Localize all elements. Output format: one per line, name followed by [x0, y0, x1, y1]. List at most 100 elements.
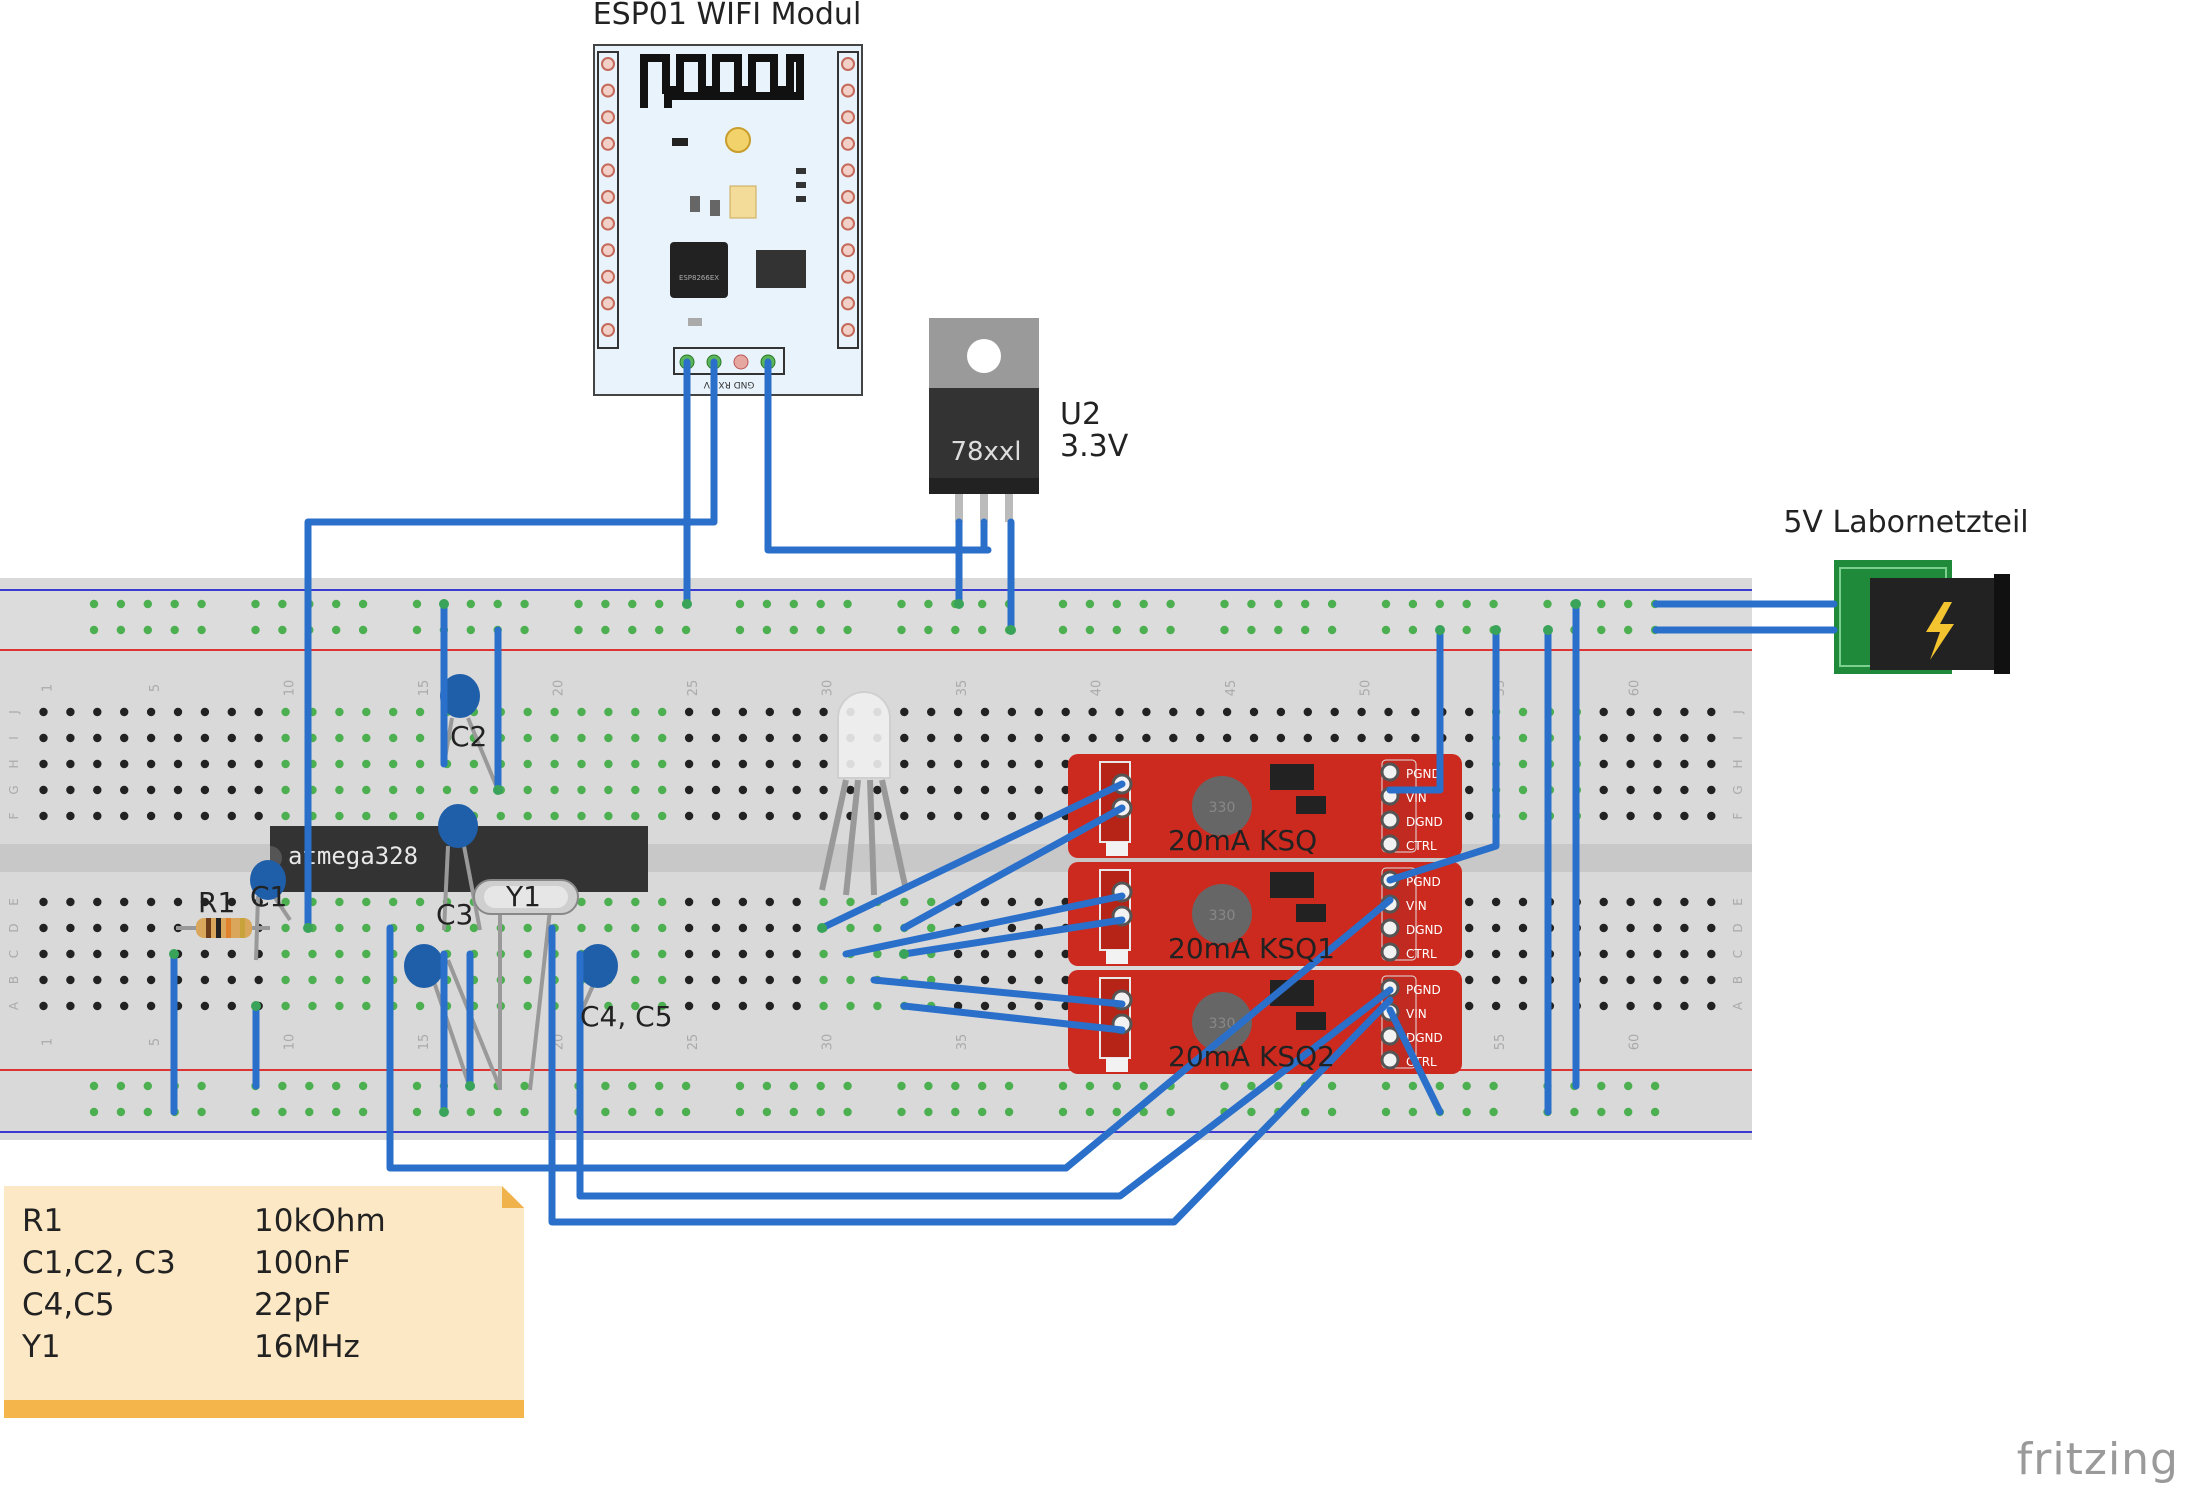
rgb-led [819, 691, 909, 896]
wire-end [251, 1001, 261, 1011]
wire [818, 780, 1126, 932]
capacitors-c4-c5 [404, 944, 618, 1089]
wire [764, 358, 992, 554]
ksq-pin-label: DGND [1406, 1031, 1443, 1045]
row-letter: H [1731, 759, 1745, 768]
row-letter: G [1731, 785, 1745, 794]
voltage-regulator: 78xxl [929, 318, 1039, 522]
column-number-top: 25 [686, 680, 701, 697]
column-number-bottom: 30 [821, 1034, 836, 1051]
label-y1: Y1 [505, 880, 541, 913]
capacitor-c2 [440, 674, 500, 791]
wire [900, 916, 1126, 958]
row-letter: F [7, 812, 21, 819]
wire-end [439, 1107, 449, 1117]
ksq-pin-label: PGND [1406, 875, 1441, 889]
wire-end [303, 923, 313, 933]
note-fold [502, 1186, 524, 1208]
wire [1386, 1006, 1444, 1116]
column-number-bottom: 10 [283, 1034, 298, 1051]
column-number-bottom: 35 [955, 1034, 970, 1051]
wire-end [1435, 625, 1445, 635]
esp-title: ESP01 WIFI Modul [593, 0, 862, 32]
part-value: 100nF [254, 1245, 351, 1281]
ksq-pin-label: PGND [1406, 767, 1441, 781]
regulator-chip-label: 78xxl [950, 437, 1021, 467]
ksq-boards: 330PGNDVINDGNDCTRL330PGNDVINDGNDCTRL330P… [1068, 754, 1462, 1074]
label-ksq2: 20mA KSQ2 [1168, 1040, 1335, 1073]
part-value: 16MHz [254, 1329, 360, 1365]
esp01-module: ESP8266EX GND RX 3V [593, 44, 863, 396]
power-jack [1834, 560, 2010, 674]
ksq-pin-label: CTRL [1406, 947, 1437, 961]
label-c1: C1 [250, 880, 287, 913]
inductor-label: 330 [1209, 1016, 1236, 1032]
label-c4-c5: C4, C5 [580, 1000, 673, 1033]
inductor-label: 330 [1209, 908, 1236, 924]
parts-list-row: Y1 16MHz [22, 1326, 386, 1368]
column-number-top: 45 [1224, 680, 1239, 697]
wire-end [169, 949, 179, 959]
ksq-pin-label: VIN [1406, 791, 1427, 805]
ksq-pin-label: VIN [1406, 1007, 1427, 1021]
column-number-bottom: 60 [1628, 1034, 1643, 1051]
label-ksq0: 20mA KSQ [1168, 824, 1317, 857]
part-value: 22pF [254, 1287, 331, 1323]
row-letter: B [1731, 976, 1745, 984]
wire-end [465, 1081, 475, 1091]
column-number-top: 5 [148, 684, 163, 692]
wire-end [817, 923, 827, 933]
capacitor-c3 [438, 804, 482, 931]
row-letter: H [7, 759, 21, 768]
ksq-pin-label: VIN [1406, 899, 1427, 913]
wires [169, 358, 1838, 1226]
regulator-name: U2 [1060, 397, 1101, 432]
row-letter: J [1731, 710, 1745, 715]
wire [386, 896, 1394, 1172]
column-number-top: 60 [1628, 680, 1643, 697]
wire-end [954, 599, 964, 609]
part-name: Y1 [22, 1329, 61, 1365]
wire [900, 1002, 1126, 1034]
wire-end [493, 785, 503, 795]
row-letter: E [7, 898, 21, 906]
wire-end [1571, 599, 1581, 609]
part-name: C4,C5 [22, 1287, 115, 1323]
row-letter: D [7, 923, 21, 932]
wire-end [1006, 625, 1016, 635]
column-number-top: 30 [821, 680, 836, 697]
wire [304, 358, 718, 932]
crystal-y1 [473, 879, 579, 1091]
row-letter: F [1731, 812, 1745, 819]
wire [1386, 626, 1444, 794]
column-number-bottom: 5 [148, 1038, 163, 1046]
column-number-top: 1 [41, 684, 56, 692]
row-letter: A [1731, 1001, 1745, 1010]
ksq-pin-label: DGND [1406, 815, 1443, 829]
wire-end [682, 599, 692, 609]
column-number-top: 10 [283, 680, 298, 697]
row-letter: A [7, 1001, 21, 1010]
wire [548, 924, 1394, 1226]
column-number-top: 15 [417, 680, 432, 697]
esp-pin-labels: GND RX 3V [703, 379, 755, 389]
row-letter: J [7, 710, 21, 715]
wire [900, 804, 1126, 932]
ksq-pin-label: CTRL [1406, 839, 1437, 853]
regulator-voltage: 3.3V [1060, 429, 1129, 464]
wire-end [899, 949, 909, 959]
column-number-top: 50 [1359, 680, 1374, 697]
column-number-bottom: 55 [1493, 1034, 1508, 1051]
row-letter: E [1731, 898, 1745, 906]
capacitor-c1 [250, 860, 292, 961]
breadboard: 1155101015152020252530303535404045455050… [0, 578, 1752, 1140]
label-ksq1: 20mA KSQ1 [1168, 932, 1335, 965]
label-c2: C2 [450, 720, 487, 753]
